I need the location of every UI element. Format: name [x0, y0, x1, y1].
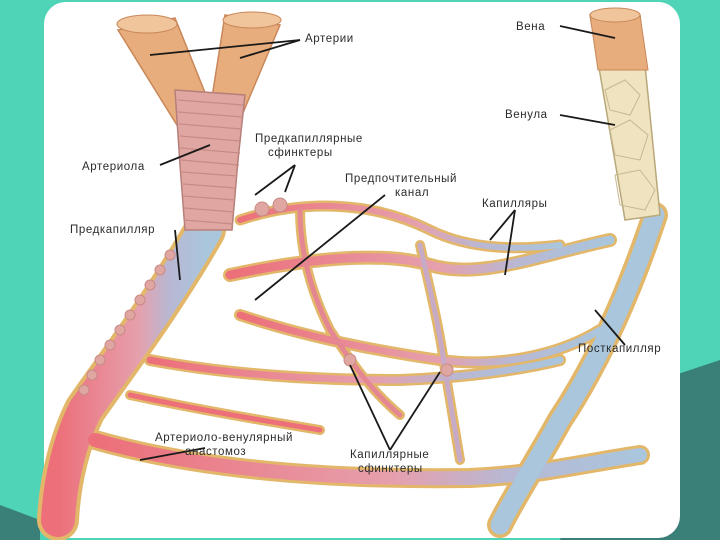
label-precapillary: Предкапилляр — [70, 224, 155, 236]
diagram-labels: Артерии Вена Венула Артериола Предкапилл… — [70, 21, 661, 475]
label-capillaries: Капилляры — [482, 198, 547, 210]
label-precap-sphincters-1: Предкапиллярные — [255, 133, 363, 145]
vascular-network — [37, 197, 668, 540]
label-venule: Венула — [505, 109, 548, 121]
label-av-anastomosis-1: Артериоло-венулярный — [155, 432, 293, 444]
leader-lines — [139, 25, 626, 461]
label-preferred-channel-1: Предпочтительный — [345, 173, 457, 185]
label-preferred-channel-2: канал — [395, 187, 429, 199]
dark-left-corner — [0, 505, 40, 540]
capillary-sphincter-rings — [254, 197, 454, 377]
label-arteriole: Артериола — [82, 161, 145, 173]
label-cap-sphincters-1: Капиллярные — [350, 449, 429, 461]
label-precap-sphincters-2: сфинктеры — [268, 147, 333, 159]
label-postcapillary: Посткапилляр — [578, 343, 661, 355]
vein-vessel — [589, 7, 661, 221]
label-av-anastomosis-2: анастомоз — [185, 446, 246, 458]
label-cap-sphincters-2: сфинктеры — [358, 463, 423, 475]
artery-vessels — [116, 11, 282, 231]
label-arteries: Артерии — [305, 33, 354, 45]
label-vein: Вена — [516, 21, 545, 33]
